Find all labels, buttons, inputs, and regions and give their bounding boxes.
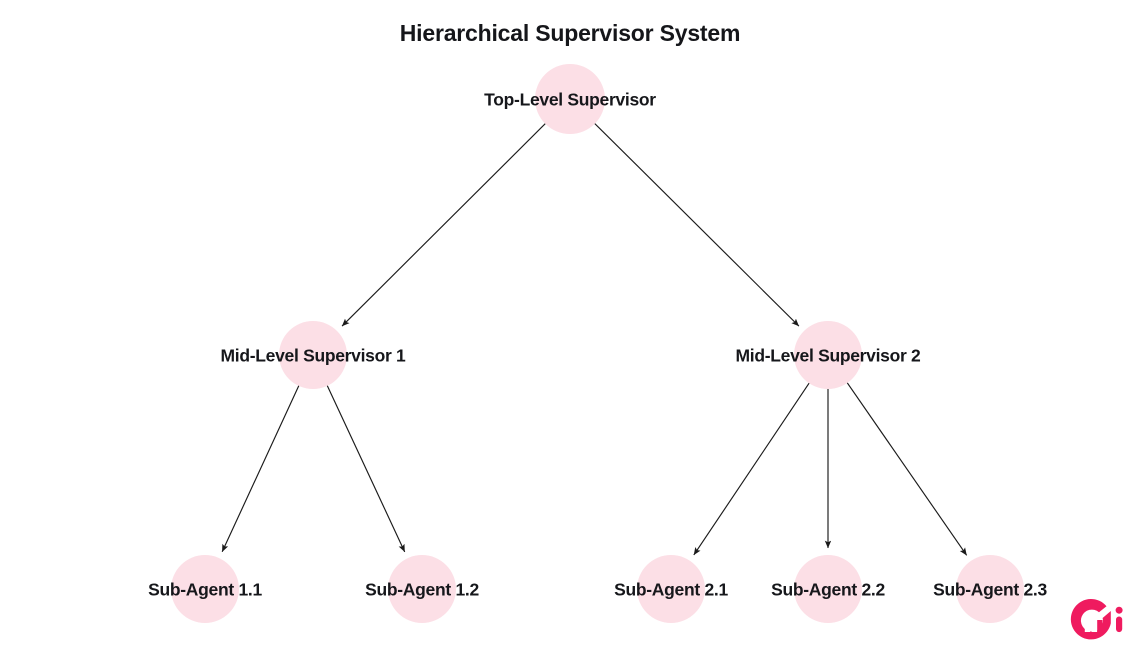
node-sub23[interactable] [956, 555, 1024, 623]
node-sub22[interactable] [794, 555, 862, 623]
node-sub12[interactable] [388, 555, 456, 623]
node-top[interactable] [535, 64, 605, 134]
page-title: Hierarchical Supervisor System [399, 20, 741, 46]
logo-letter-i-icon [1115, 606, 1123, 633]
node-sub11[interactable] [171, 555, 239, 623]
logo-mark-icon [1070, 599, 1111, 640]
nodes-layer [171, 64, 1024, 623]
mi-logo [1070, 599, 1123, 640]
edge-top-to-mid2 [593, 121, 800, 327]
node-mid2[interactable] [794, 321, 862, 389]
node-mid1[interactable] [279, 321, 347, 389]
edge-mid2-to-sub21 [693, 381, 811, 556]
node-sub21[interactable] [637, 555, 705, 623]
edge-mid2-to-sub23 [845, 380, 968, 556]
edge-mid1-to-sub11 [221, 383, 301, 553]
edges-layer [221, 121, 968, 556]
edge-top-to-mid1 [341, 121, 548, 327]
edge-mid1-to-sub12 [325, 383, 406, 553]
